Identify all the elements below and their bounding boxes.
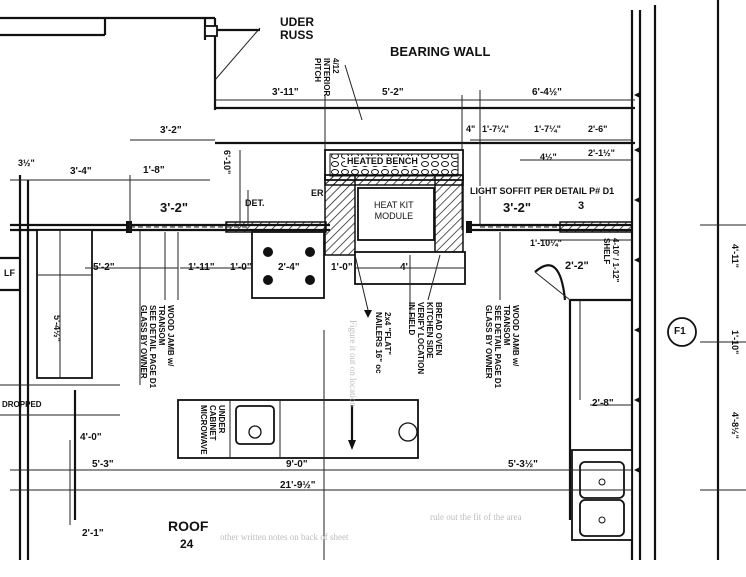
microwave-label: UNDER CABINET MICROWAVE bbox=[199, 405, 226, 455]
dim-3-2-a: 3'-2" bbox=[160, 125, 182, 136]
dim-5-3: 5'-3" bbox=[92, 459, 114, 470]
top-truss-label: UDER RUSS bbox=[280, 15, 315, 42]
left-cabinets bbox=[0, 175, 120, 560]
dim-right-2: 1'-10" bbox=[730, 330, 740, 355]
right-exterior-wall bbox=[630, 0, 746, 560]
dim-2-4: 2'-4" bbox=[278, 262, 300, 273]
dimension-lines bbox=[10, 90, 635, 525]
dim-5-2-top: 5'-2" bbox=[382, 87, 404, 98]
dim-4-b: 4' bbox=[400, 262, 408, 273]
dim-5-4: 5'-4½" bbox=[52, 315, 62, 342]
nailers-label: 2x4 "FLAT" NAILERS 16" oc bbox=[374, 312, 392, 374]
lf-label: LF bbox=[4, 268, 15, 278]
bleed-through-text: Figure it out on location rule out the f… bbox=[220, 320, 521, 542]
heated-bench-label: HEATED BENCH bbox=[345, 156, 420, 166]
svg-text:rule out the fit of the area: rule out the fit of the area bbox=[430, 512, 521, 522]
dim-3: 3 bbox=[578, 200, 585, 212]
shelf-label: 4-10' / 1-12" SHELF bbox=[602, 238, 620, 283]
dim-right-1: 4'-11" bbox=[730, 244, 740, 268]
section-marker bbox=[667, 317, 697, 347]
interior-pitch-label: 4/12 INTERIOR PITCH bbox=[313, 58, 340, 97]
dim-1-74b: 1'-7¼" bbox=[534, 124, 561, 134]
dim-3-half: 3½" bbox=[18, 158, 35, 168]
dim-2-2: 2'-2" bbox=[565, 260, 589, 272]
dim-9-0: 9'-0" bbox=[286, 459, 308, 470]
dim-4: 4" bbox=[466, 124, 476, 134]
dim-1-8: 1'-8" bbox=[143, 165, 165, 176]
section-marker-label: F1 bbox=[674, 326, 686, 337]
svg-text:Figure it out on location: Figure it out on location bbox=[348, 320, 358, 407]
dim-1-10b: 1'-10¼" bbox=[530, 238, 562, 248]
range-cooktop bbox=[251, 231, 325, 299]
er-label: ER bbox=[311, 188, 324, 198]
dim-6-4: 6'-4½" bbox=[532, 87, 562, 98]
dim-2-6: 2'-6" bbox=[588, 124, 608, 134]
dim-3-11: 3'-11" bbox=[272, 87, 299, 98]
dim-1-0: 1'-0" bbox=[230, 262, 252, 273]
light-soffit-label: LIGHT SOFFIT PER DETAIL P# D1 bbox=[470, 186, 615, 196]
top-walls bbox=[0, 16, 261, 110]
dim-3-2-c: 3'-2" bbox=[503, 200, 532, 215]
roof-sub-label: 24 bbox=[180, 537, 194, 551]
dim-right-3: 4'-8½" bbox=[730, 412, 740, 439]
dim-6-10: 6'-10" bbox=[222, 150, 232, 175]
dim-21-9: 21'-9½" bbox=[280, 480, 316, 491]
dim-1-11: 1'-11" bbox=[188, 262, 215, 273]
dim-1-0b: 1'-0" bbox=[331, 262, 353, 273]
dim-1-74: 1'-7¼" bbox=[482, 124, 509, 134]
heated-bench-area bbox=[324, 149, 464, 256]
dim-3-2-b: 3'-2" bbox=[160, 200, 189, 215]
dim-4-half: 4½" bbox=[540, 152, 557, 162]
dim-3-4: 3'-4" bbox=[70, 166, 92, 177]
bread-oven-label: BREAD OVEN KITCHEN SIDE VERIFY LOCATION … bbox=[407, 302, 443, 375]
kitchen-island bbox=[177, 330, 419, 560]
leader-lines bbox=[164, 64, 501, 318]
det-label: DET. bbox=[245, 198, 265, 208]
dim-5-2-left: 5'-2" bbox=[93, 262, 115, 273]
heat-kit-label: HEAT KIT MODULE bbox=[374, 200, 414, 221]
dim-2-8: 2'-8" bbox=[592, 398, 614, 409]
right-counter bbox=[534, 264, 633, 541]
wood-jamb-left-label: WOOD JAMB w/ TRANSOM SEE DETAIL PAGE D1 … bbox=[139, 305, 175, 389]
roof-label: ROOF bbox=[168, 518, 209, 534]
svg-text:other written notes on back of: other written notes on back of sheet bbox=[220, 532, 349, 542]
bearing-wall-label: BEARING WALL bbox=[390, 44, 491, 59]
dim-2-1: 2'-1" bbox=[82, 528, 104, 539]
dim-5-3h: 5'-3½" bbox=[508, 459, 538, 470]
dim-2-12: 2'-1½" bbox=[588, 148, 615, 158]
dropped-label: DROPPED bbox=[2, 400, 42, 409]
wood-jamb-right-label: WOOD JAMB w/ TRANSOM SEE DETAIL PAGE D1 … bbox=[484, 305, 520, 389]
dim-4-0: 4'-0" bbox=[80, 432, 102, 443]
